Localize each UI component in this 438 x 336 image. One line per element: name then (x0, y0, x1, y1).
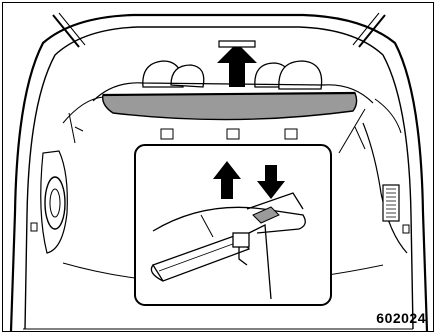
figure-code: 602024 (376, 310, 426, 326)
figure-frame (2, 2, 434, 332)
cargo-area-illustration (3, 3, 435, 333)
